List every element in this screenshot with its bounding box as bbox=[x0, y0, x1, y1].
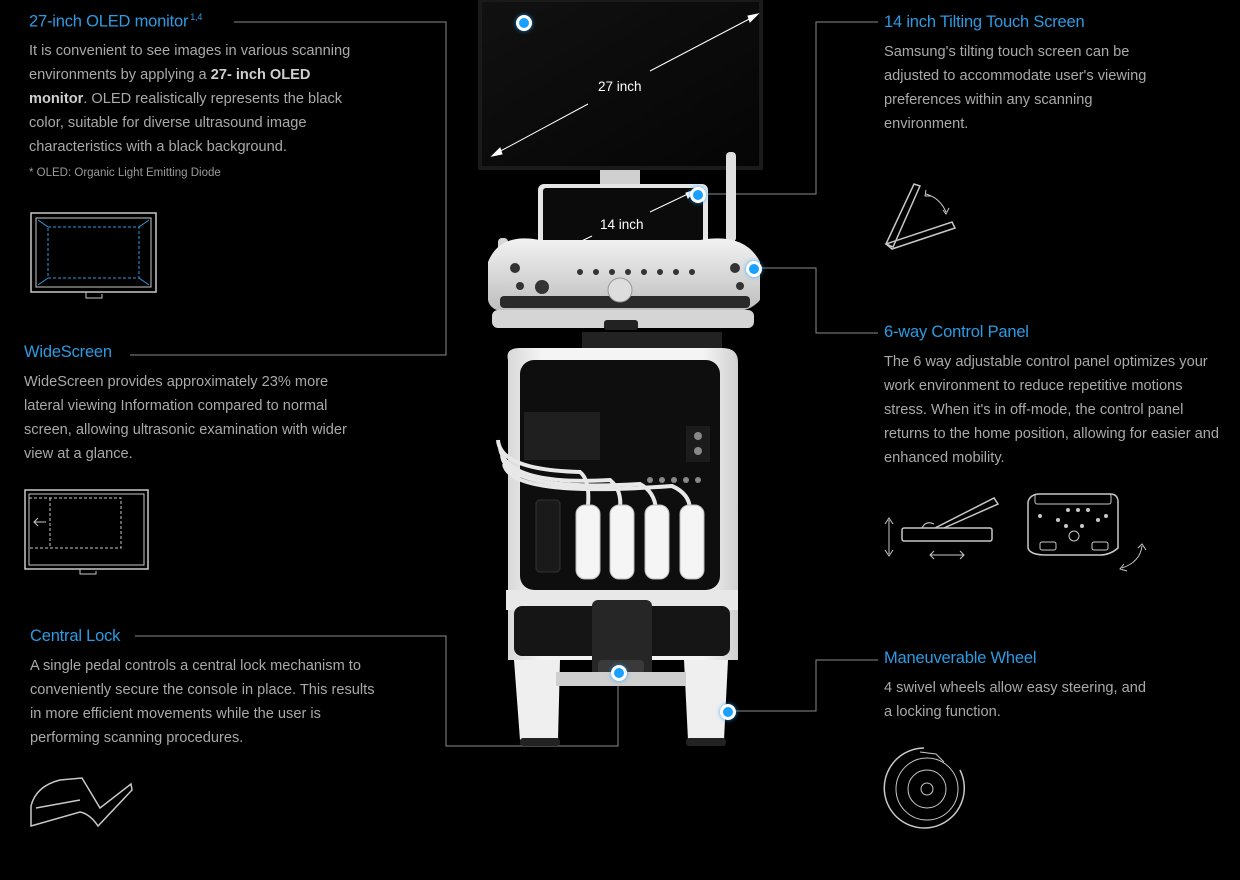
hotspot-oled[interactable] bbox=[516, 15, 532, 31]
pedal-icon bbox=[30, 777, 133, 828]
monitor-diagonal-arrow bbox=[490, 13, 760, 157]
oled-description: It is convenient to see images in variou… bbox=[29, 43, 351, 155]
monitor-neck bbox=[600, 170, 640, 184]
control-panel-buttons bbox=[604, 320, 638, 330]
io-panel bbox=[686, 426, 710, 462]
wheel-description: 4 swivel wheels allow easy steering, and… bbox=[884, 680, 1147, 720]
touch-screen-title: 14 inch Tilting Touch Screen bbox=[884, 13, 1085, 31]
ultrasound-system bbox=[478, 0, 763, 746]
wheel-right bbox=[686, 738, 726, 746]
wheel-left bbox=[520, 738, 560, 746]
hotspot-control-panel[interactable] bbox=[746, 261, 762, 277]
tilt-screen-icon bbox=[884, 183, 957, 250]
central-lock-connector bbox=[135, 635, 619, 747]
central-lock-description: A single pedal controls a central lock m… bbox=[30, 658, 375, 746]
control-panel-connector bbox=[757, 267, 878, 334]
probe-cables bbox=[496, 439, 692, 511]
oled-note: * OLED: Organic Light Emitting Diode bbox=[29, 167, 221, 179]
control-panel-top-icon bbox=[1027, 493, 1147, 572]
monitor-frame-icon bbox=[30, 212, 157, 299]
probe-right bbox=[726, 152, 736, 242]
front-right-leg bbox=[684, 660, 728, 744]
touch-connector bbox=[701, 21, 878, 195]
transducer-probes bbox=[575, 504, 705, 580]
control-panel-description: The 6 way adjustable control panel optim… bbox=[884, 354, 1220, 466]
hotspot-central-lock[interactable] bbox=[611, 665, 627, 681]
wheel-title: Maneuverable Wheel bbox=[884, 649, 1037, 667]
oled-footnote-ref: 1,4 bbox=[190, 12, 203, 22]
connector-lines bbox=[130, 21, 878, 747]
control-panel-handle bbox=[500, 296, 750, 308]
widescreen-description: WideScreen provides approximately 23% mo… bbox=[24, 374, 347, 462]
monitor-size-label: 27 inch bbox=[598, 79, 642, 94]
widescreen-title: WideScreen bbox=[24, 343, 112, 361]
oled-connector bbox=[130, 21, 447, 356]
gel-holder bbox=[535, 499, 561, 573]
touch-size-label: 14 inch bbox=[600, 217, 644, 232]
front-left-leg bbox=[514, 660, 560, 744]
widescreen-icon bbox=[24, 489, 149, 575]
wheel-icon bbox=[883, 747, 965, 829]
control-panel-tilt-icon bbox=[884, 497, 1000, 560]
central-lock-title: Central Lock bbox=[30, 627, 121, 645]
control-panel-knobs bbox=[510, 263, 744, 303]
probe-ports bbox=[647, 477, 701, 483]
control-panel-base bbox=[492, 310, 754, 328]
hotspot-wheel[interactable] bbox=[720, 704, 736, 720]
control-panel-body bbox=[488, 238, 760, 312]
touch-screen-description: Samsung's tilting touch screen can be ad… bbox=[884, 44, 1147, 132]
storage-slot bbox=[524, 412, 600, 460]
wheel-connector bbox=[730, 659, 878, 712]
control-panel-title: 6-way Control Panel bbox=[884, 323, 1029, 341]
hotspot-touch-screen[interactable] bbox=[690, 187, 706, 203]
